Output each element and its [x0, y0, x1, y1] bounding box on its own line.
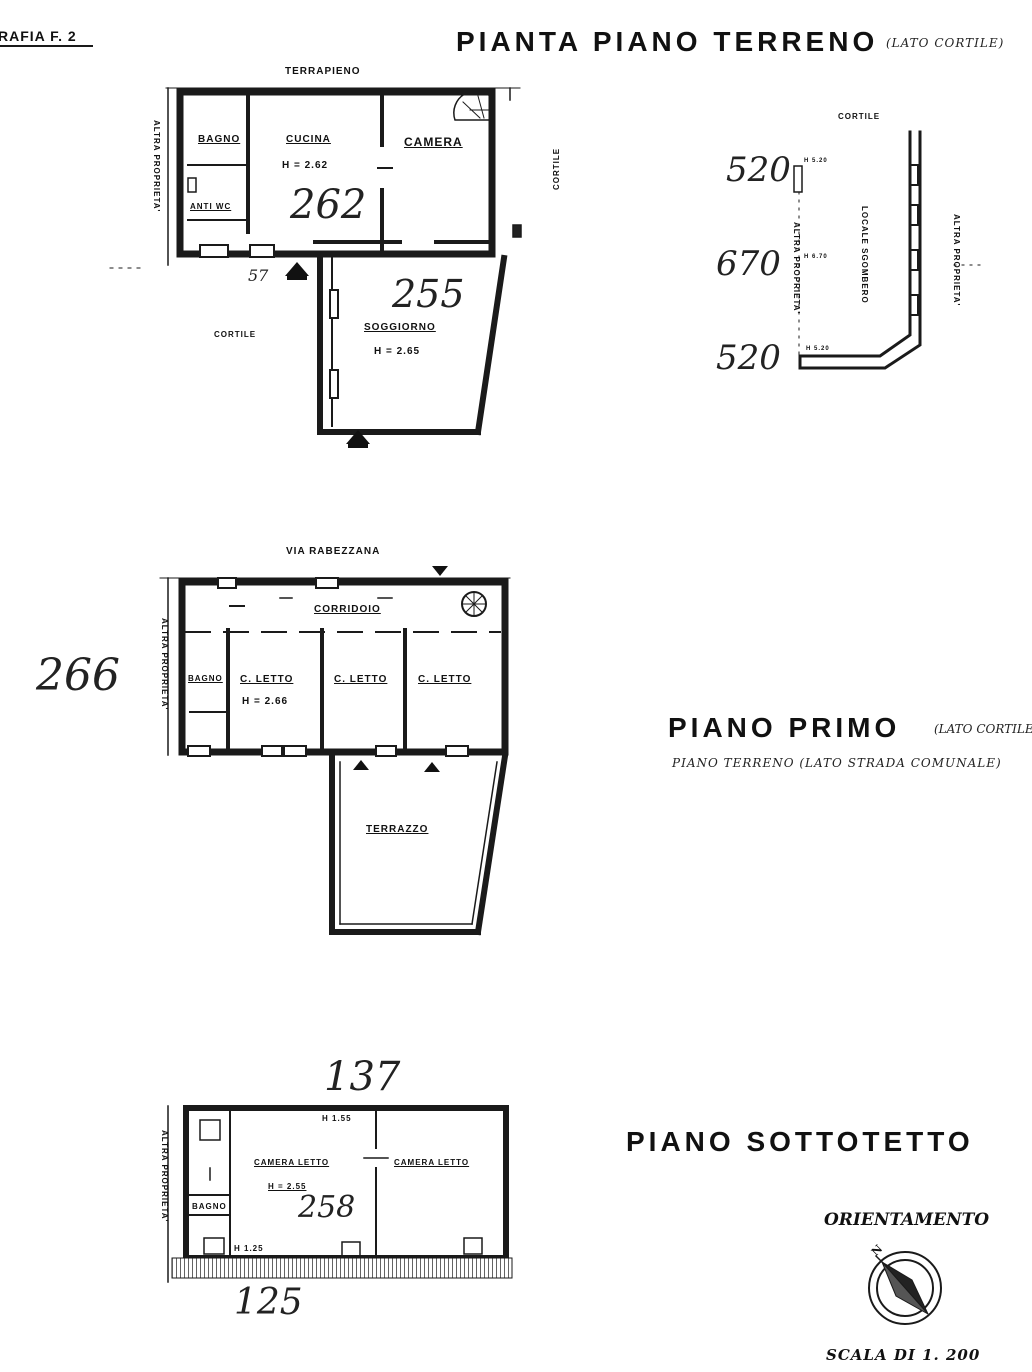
- soggiorno-height: H = 2.65: [374, 346, 421, 357]
- locale-sgombero-label: LOCALE SGOMBERO: [860, 206, 869, 304]
- camera-label: CAMERA: [404, 135, 463, 149]
- first-floor-title: PIANO PRIMO: [668, 712, 901, 743]
- handwritten-258: 258: [298, 1190, 356, 1225]
- bagno-label: BAGNO: [188, 674, 223, 683]
- corridoio-label: CORRIDOIO: [314, 604, 381, 615]
- camera-letto-1-height: H = 2.55: [268, 1182, 307, 1191]
- handwritten-125: 125: [234, 1282, 303, 1323]
- altra-proprieta-label: ALTRA PROPRIETA': [160, 1130, 169, 1223]
- section-altra-outer: ALTRA PROPRIETA': [952, 214, 961, 307]
- cucina-height: H = 2.62: [282, 160, 329, 171]
- bagno-label: BAGNO: [192, 1202, 227, 1211]
- handwritten-266: 266: [36, 650, 120, 701]
- compass-icon: [868, 1251, 942, 1325]
- section-height-2: H 6.70: [804, 254, 828, 260]
- orientamento-label: ORIENTAMENTO: [824, 1210, 990, 1230]
- terrazzo-label: TERRAZZO: [366, 824, 429, 835]
- altra-proprieta-label: ALTRA PROPRIETA': [152, 120, 161, 213]
- letto-2-label: C. LETTO: [334, 674, 388, 685]
- ground-floor-side: (LATO CORTILE): [886, 36, 1005, 50]
- handwritten-255: 255: [392, 272, 465, 316]
- attic-height-top: H 1.55: [322, 1114, 352, 1123]
- letto-1-height: H = 2.66: [242, 696, 289, 707]
- section-height-3: H 5.20: [806, 346, 830, 352]
- attic-height-bottom: H 1.25: [234, 1244, 264, 1253]
- handwritten-520: 520: [716, 338, 781, 378]
- section-height-1: H 5.20: [804, 158, 828, 164]
- cortile-label: CORTILE: [552, 147, 561, 190]
- section-altra-inner: ALTRA PROPRIETA': [792, 222, 801, 315]
- handwritten-670: 670: [716, 244, 781, 284]
- ground-floor-title: PIANTA PIANO TERRENO: [456, 26, 879, 57]
- cortile-label: CORTILE: [214, 330, 257, 339]
- section-drawing: [793, 130, 986, 370]
- handwritten-262: 262: [290, 182, 367, 228]
- handwritten-57: 57: [248, 266, 269, 285]
- page-reference: RAFIA F. 2: [0, 28, 77, 44]
- attic-walls: [167, 1105, 513, 1283]
- soggiorno-label: SOGGIORNO: [364, 322, 436, 333]
- street-label: VIA RABEZZANA: [286, 546, 381, 557]
- antiwc-label: ANTI WC: [190, 202, 232, 211]
- bagno-label: BAGNO: [198, 134, 241, 145]
- attic-title: PIANO SOTTOTETTO: [626, 1126, 974, 1157]
- cucina-label: CUCINA: [286, 134, 331, 145]
- letto-1-label: C. LETTO: [240, 674, 294, 685]
- terrapieno-label: TERRAPIENO: [285, 66, 361, 77]
- entrance-arrow-icon: [285, 262, 448, 772]
- handwritten-137: 137: [324, 1054, 401, 1100]
- first-floor-side: (LATO CORTILE): [934, 722, 1032, 736]
- spiral-stair-icon: [461, 591, 487, 617]
- letto-3-label: C. LETTO: [418, 674, 472, 685]
- first-floor-walls: [159, 577, 511, 936]
- handwritten-520: 520: [726, 150, 791, 190]
- section-cortile-label: CORTILE: [838, 112, 881, 121]
- ground-floor-walls: [109, 87, 522, 436]
- altra-proprieta-label: ALTRA PROPRIETA': [160, 618, 169, 711]
- first-floor-subtitle: PIANO TERRENO (LATO STRADA COMUNALE): [672, 756, 1002, 770]
- camera-letto-2-label: CAMERA LETTO: [394, 1158, 470, 1167]
- camera-letto-1-label: CAMERA LETTO: [254, 1158, 330, 1167]
- spiral-stair-icon: [453, 90, 493, 121]
- scale-label: SCALA DI 1. 200: [826, 1346, 981, 1364]
